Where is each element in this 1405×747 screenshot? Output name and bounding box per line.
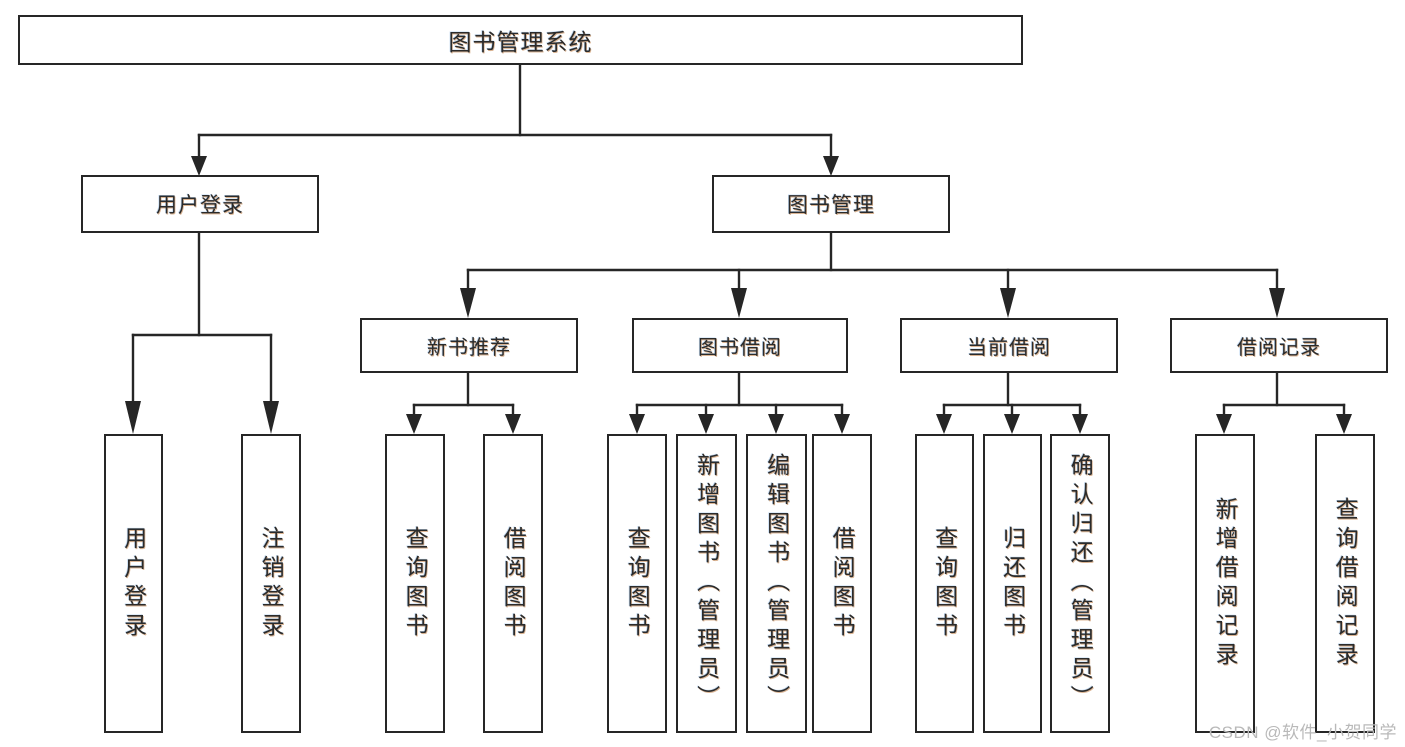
node-borrow-record[interactable]: 借阅记录: [1170, 318, 1388, 373]
leaf-query-book-current[interactable]: 查询图书: [915, 434, 974, 733]
leaf-query-borrow-record[interactable]: 查询借阅记录: [1315, 434, 1375, 733]
arrowhead-leaf-query-book-3: [936, 414, 952, 434]
arrowhead-leaf-add-record: [1216, 414, 1232, 434]
node-root-system[interactable]: 图书管理系统: [18, 15, 1023, 65]
node-book-management[interactable]: 图书管理: [712, 175, 950, 233]
leaf-edit-book-admin[interactable]: 编辑图书（管理员）: [746, 434, 807, 733]
arrowhead-current-borrow: [1000, 288, 1016, 318]
node-current-borrow[interactable]: 当前借阅: [900, 318, 1118, 373]
arrowhead-leaf-logout: [263, 401, 279, 434]
leaf-add-book-admin[interactable]: 新增图书（管理员）: [676, 434, 737, 733]
arrowhead-book-manage: [823, 156, 839, 176]
arrowhead-leaf-add-book: [698, 414, 714, 434]
arrowhead-leaf-confirm-return: [1072, 414, 1088, 434]
leaf-borrow-book[interactable]: 借阅图书: [812, 434, 872, 733]
leaf-user-login[interactable]: 用户登录: [104, 434, 163, 733]
arrowhead-book-borrow: [731, 288, 747, 318]
leaf-query-book-recommend[interactable]: 查询图书: [385, 434, 445, 733]
leaf-return-book[interactable]: 归还图书: [983, 434, 1042, 733]
leaf-query-book-borrow[interactable]: 查询图书: [607, 434, 667, 733]
leaf-borrow-book-recommend[interactable]: 借阅图书: [483, 434, 543, 733]
leaf-add-borrow-record[interactable]: 新增借阅记录: [1195, 434, 1255, 733]
arrowhead-new-book-recommend: [460, 288, 476, 318]
arrowhead-leaf-query-book-2: [629, 414, 645, 434]
arrowhead-user-login: [191, 156, 207, 176]
node-user-login[interactable]: 用户登录: [81, 175, 319, 233]
leaf-logout[interactable]: 注销登录: [241, 434, 301, 733]
csdn-watermark: CSDN @软件_小贺同学: [1208, 723, 1397, 742]
arrowhead-leaf-query-book-1: [406, 414, 422, 434]
arrowhead-leaf-return-book: [1004, 414, 1020, 434]
node-new-book-recommend[interactable]: 新书推荐: [360, 318, 578, 373]
arrowhead-leaf-user-login: [125, 401, 141, 434]
arrowhead-borrow-record: [1269, 288, 1285, 318]
arrowhead-leaf-borrow-book-1: [505, 414, 521, 434]
leaf-confirm-return-admin[interactable]: 确认归还（管理员）: [1050, 434, 1110, 733]
arrowhead-leaf-borrow-book-2: [834, 414, 850, 434]
arrowhead-leaf-query-record: [1336, 414, 1352, 434]
node-book-borrow[interactable]: 图书借阅: [632, 318, 848, 373]
arrowhead-leaf-edit-book: [768, 414, 784, 434]
